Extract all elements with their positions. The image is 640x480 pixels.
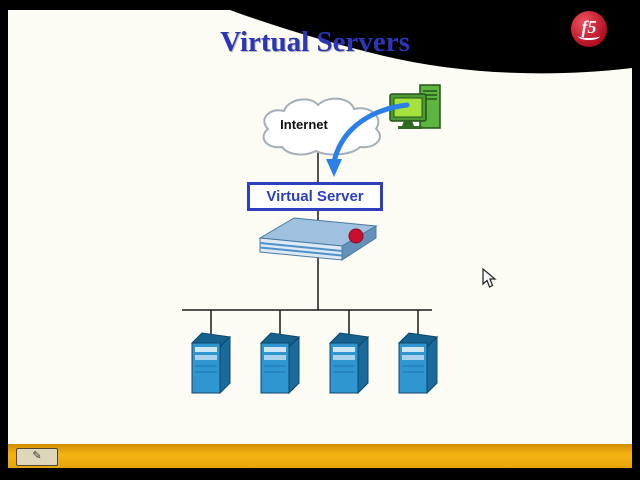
f5-logo-icon: f5 xyxy=(571,11,607,47)
bigip-device-icon xyxy=(258,217,378,261)
server-pool xyxy=(191,332,438,394)
server-icon xyxy=(329,332,369,394)
traffic-arrow-icon xyxy=(326,102,410,177)
pen-tool-button[interactable]: ✎ xyxy=(16,448,58,466)
server-icon xyxy=(191,332,231,394)
internet-cloud-icon xyxy=(262,97,381,156)
virtual-server-label: Virtual Server xyxy=(266,188,364,205)
header-swoosh xyxy=(230,10,632,74)
mouse-cursor xyxy=(482,268,497,288)
pen-icon: ✎ xyxy=(32,450,42,462)
server-icon xyxy=(260,332,300,394)
slide-canvas: Virtual Servers f5 xyxy=(8,10,632,444)
annotation-toolbar: ✎ xyxy=(8,444,632,468)
f5-logo-text: f5 xyxy=(581,17,597,37)
internet-label: Internet xyxy=(280,117,328,132)
virtual-server-box: Virtual Server xyxy=(247,182,383,211)
network-diagram xyxy=(182,84,441,394)
slide-title: Virtual Servers xyxy=(220,26,410,58)
server-icon xyxy=(398,332,438,394)
connector-lines xyxy=(182,148,432,337)
f5-ball-icon xyxy=(348,228,364,244)
